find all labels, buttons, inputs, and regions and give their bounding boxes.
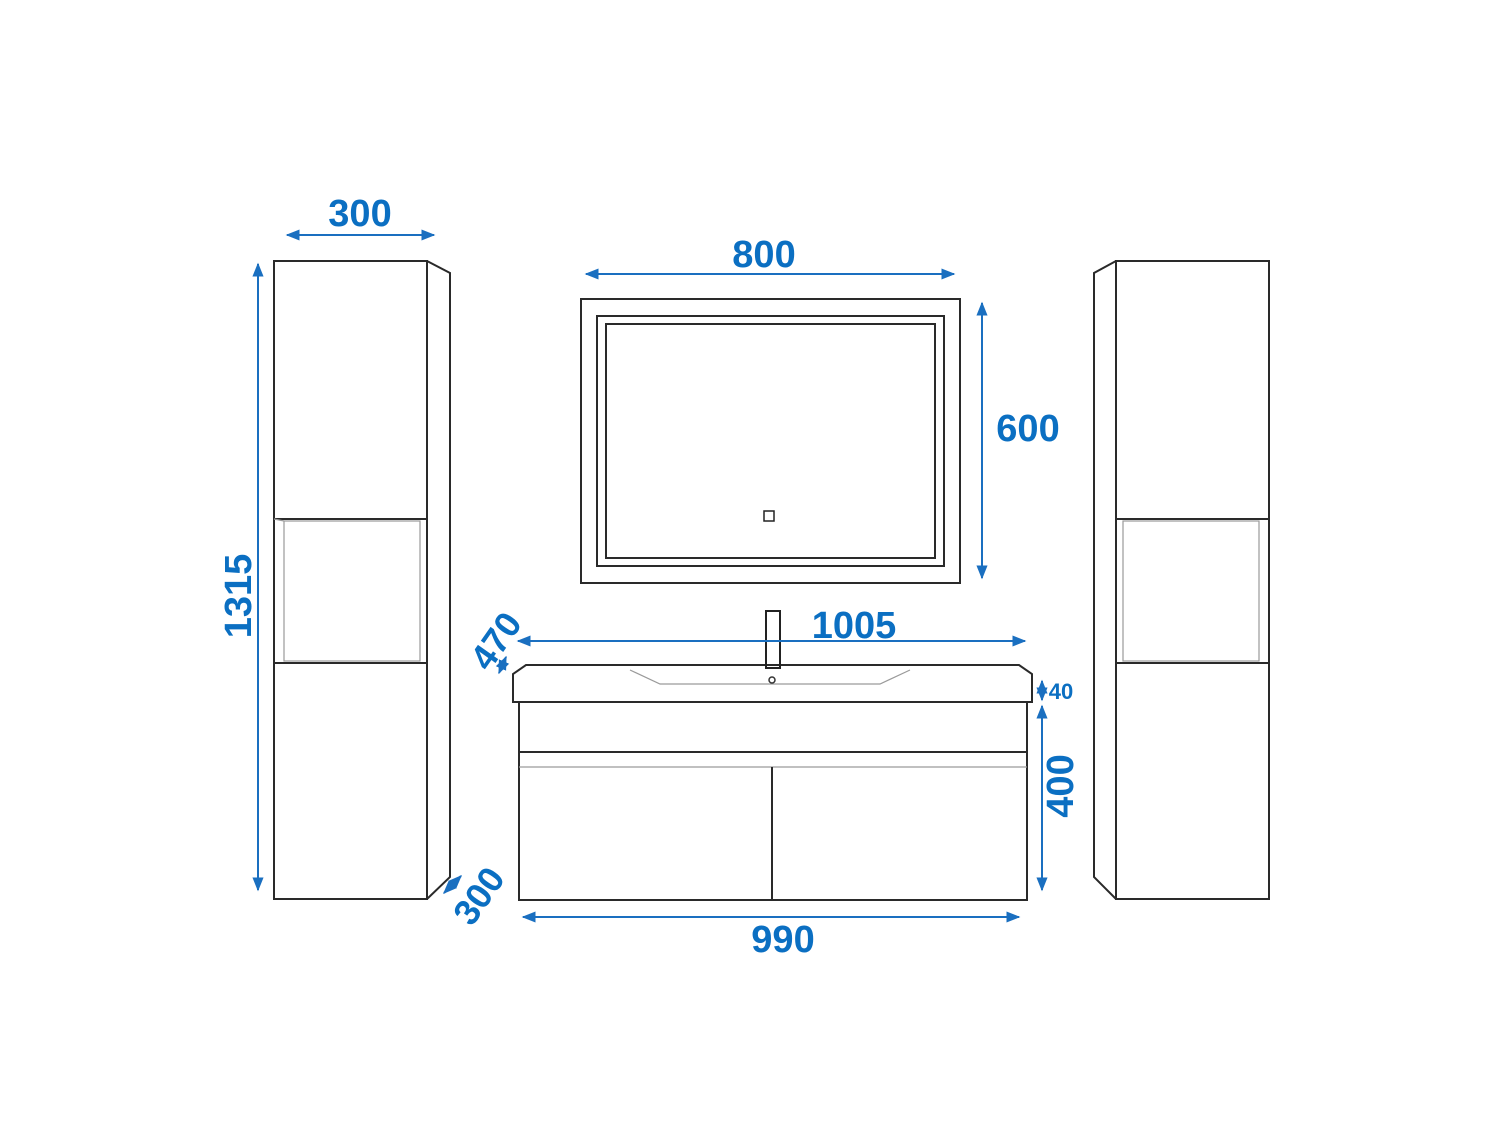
label-mirror-width: 800	[732, 234, 795, 276]
label-basin-width: 1005	[812, 605, 897, 647]
led-mirror	[580, 298, 961, 584]
label-basin-depth: 470	[462, 604, 530, 677]
label-cabinet-depth: 300	[445, 859, 513, 932]
faucet	[765, 610, 781, 669]
right-tall-cabinet	[1093, 260, 1270, 900]
left-tall-cabinet	[273, 260, 451, 900]
label-vanity-height: 400	[1040, 754, 1082, 817]
label-cabinet-width: 300	[328, 193, 391, 235]
label-basin-thickness: 40	[1049, 679, 1073, 704]
touch-switch-icon	[763, 510, 775, 522]
label-cabinet-height: 1315	[218, 554, 260, 639]
label-vanity-width: 990	[751, 919, 814, 961]
vanity-unit	[512, 610, 1033, 901]
label-mirror-height: 600	[996, 408, 1059, 450]
